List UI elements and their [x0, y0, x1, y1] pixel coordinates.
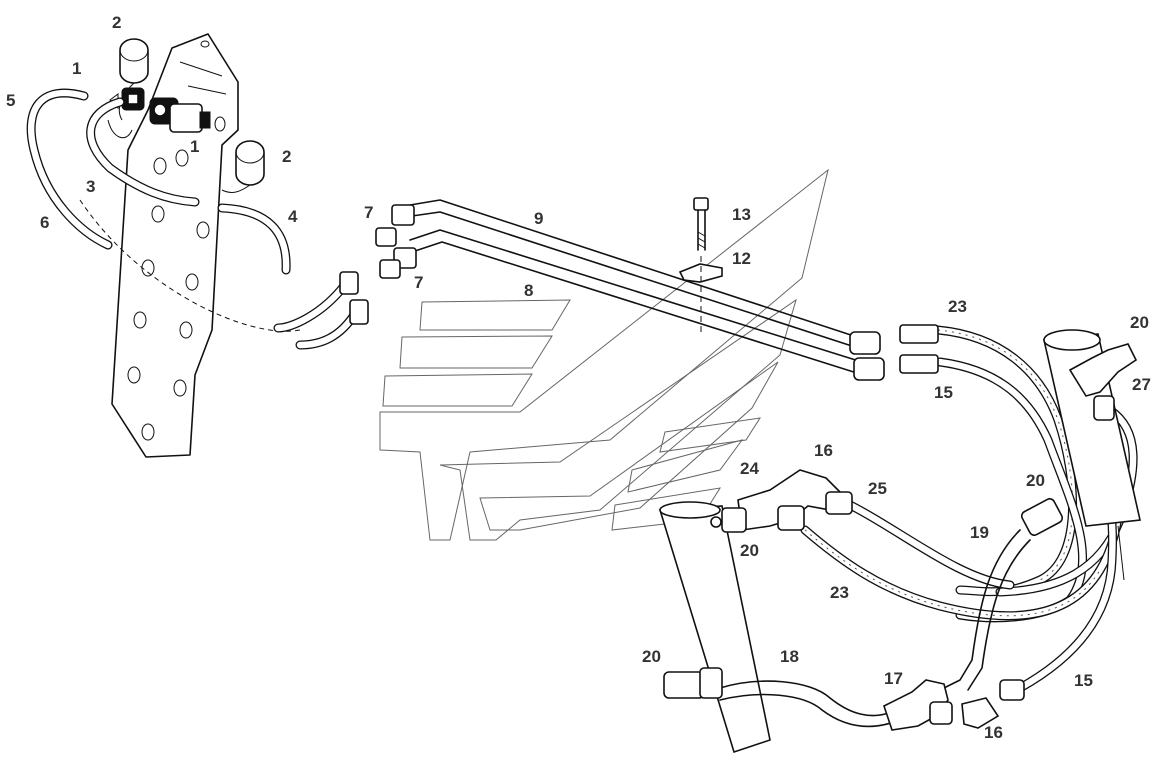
label-12: 12: [732, 249, 751, 268]
label-2-top: 2: [112, 13, 121, 32]
label-19: 19: [970, 523, 989, 542]
label-20-bottom: 20: [642, 647, 661, 666]
label-23-top: 23: [948, 297, 967, 316]
label-15-top: 15: [934, 383, 953, 402]
label-16-top: 16: [814, 441, 833, 460]
label-6: 6: [40, 213, 49, 232]
label-27: 27: [1132, 375, 1151, 394]
label-25: 25: [868, 479, 887, 498]
steel-pipes: [339, 199, 885, 381]
label-16-bottom: 16: [984, 723, 1003, 742]
label-4: 4: [288, 207, 298, 226]
bolt-and-clip: [678, 197, 723, 334]
label-5: 5: [6, 91, 15, 110]
label-1-top: 1: [72, 59, 81, 78]
label-1-mid: 1: [190, 137, 199, 156]
fittings: [663, 324, 1138, 731]
label-20-top: 20: [1130, 313, 1149, 332]
label-3: 3: [86, 177, 95, 196]
hoses: [26, 88, 1138, 693]
label-18: 18: [780, 647, 799, 666]
label-20-right: 20: [1026, 471, 1045, 490]
right-tube: [1043, 329, 1141, 581]
label-13: 13: [732, 205, 751, 224]
quick-couplings: [107, 38, 265, 193]
callout-labels: 2 1 5 1 2 3 6 4 7 9 13 12 7 8 23 20 27 1…: [6, 13, 1151, 742]
mounting-plate: [79, 33, 301, 458]
label-7-bottom: 7: [414, 273, 423, 292]
label-8: 8: [524, 281, 533, 300]
label-20-center: 20: [740, 541, 759, 560]
label-15-bottom: 15: [1074, 671, 1093, 690]
watermark-logo: [379, 168, 829, 541]
label-17: 17: [884, 669, 903, 688]
label-7-top: 7: [364, 203, 373, 222]
label-9: 9: [534, 209, 543, 228]
label-24: 24: [740, 459, 759, 478]
label-2-right: 2: [282, 147, 291, 166]
label-23-bottom: 23: [830, 583, 849, 602]
center-tube: [658, 501, 771, 754]
